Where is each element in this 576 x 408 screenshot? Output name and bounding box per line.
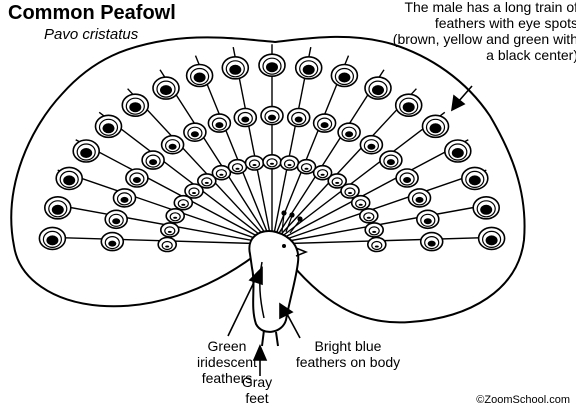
eye-spot [364,76,392,100]
feather-shaft [271,111,446,245]
eye-spot [211,164,232,181]
peacock-eye [282,244,286,248]
eye-spot [221,56,250,80]
eye-spot [312,164,333,181]
eye-spot [121,93,150,117]
feather-shaft [271,236,505,245]
eye-spot [296,158,317,175]
eye-spot [173,194,194,211]
eye-spot [421,114,450,139]
eye-spot [364,222,385,238]
eye-spot [359,134,384,155]
eye-spot [100,231,125,252]
eye-spot [227,158,248,175]
eye-spot [55,166,83,191]
eye-spot [394,93,423,117]
eye-spot [327,173,348,189]
feather-shaft [194,55,273,245]
copyright-notice: ©ZoomSchool.com [476,394,570,406]
eye-spot [165,208,185,224]
eye-spot [460,166,489,191]
eye-spot [358,208,379,224]
feather-shaft [45,202,273,245]
eye-spot [279,155,300,171]
feather-shaft [98,111,273,245]
eye-spot [379,150,403,170]
eye-spot [415,209,440,230]
eye-spot [244,155,265,171]
eye-spot [157,236,177,253]
eye-spot [160,222,180,238]
feather-shaft [271,88,417,245]
eye-spot [330,63,359,88]
eye-spot [443,139,472,163]
feather-shaft [159,69,273,245]
feather-shaft [271,202,499,245]
peacock-legs [261,329,279,347]
label-gray-feet: Gray feet [241,374,273,406]
feather-shaft [232,46,273,245]
eye-spot [43,196,72,220]
label-green-feathers: Green iridescent feathers [197,338,257,386]
eye-spot [286,107,311,128]
peacock-crest [281,210,303,234]
feather-shaft [127,88,273,245]
eye-spot [337,122,361,142]
eye-spot [312,113,337,133]
eye-spot [160,134,185,155]
eye-spot [472,196,501,220]
label-male-train: The male has a long train of feathers wi… [392,0,576,63]
eye-spot [152,76,180,100]
feather-shaft [57,169,273,245]
eye-spot [72,139,100,163]
peacock-neck-line [259,261,265,319]
eye-spot [233,107,258,128]
eye-spot [185,63,214,88]
eye-spot [184,183,204,199]
eye-spot [407,188,432,208]
eye-spot [260,105,284,126]
eye-spot [112,188,137,208]
feather-shaft [271,46,312,245]
eye-spot [262,154,282,170]
eye-spot [197,173,217,189]
eye-spots [38,53,506,253]
feather-shafts [39,44,505,245]
eye-spot [38,226,67,251]
eye-spot [125,168,149,188]
eye-spot [183,122,207,142]
label-arrows [227,85,473,376]
eye-spot [94,114,123,139]
eye-spot [207,113,232,133]
eye-spot [294,56,323,80]
label-blue-feathers: Bright blue feathers on body [295,338,401,370]
tail-fan-outline [10,35,526,324]
peacock-beak [295,247,309,257]
eye-spot [419,231,444,252]
feather-shaft [75,139,273,245]
eye-spot [395,168,419,188]
eye-spot [104,209,128,230]
eye-spot [258,53,286,77]
feather-shaft [271,139,469,245]
eye-spot [366,236,387,253]
feather-shaft [39,236,273,245]
eye-spot [141,150,165,170]
eye-spot [340,183,360,199]
scientific-name: Pavo cristatus [44,26,139,43]
feather-shaft [271,169,487,245]
page-title: Common Peafowl [8,2,176,24]
eye-spot [477,226,506,251]
eye-spot [350,194,371,211]
